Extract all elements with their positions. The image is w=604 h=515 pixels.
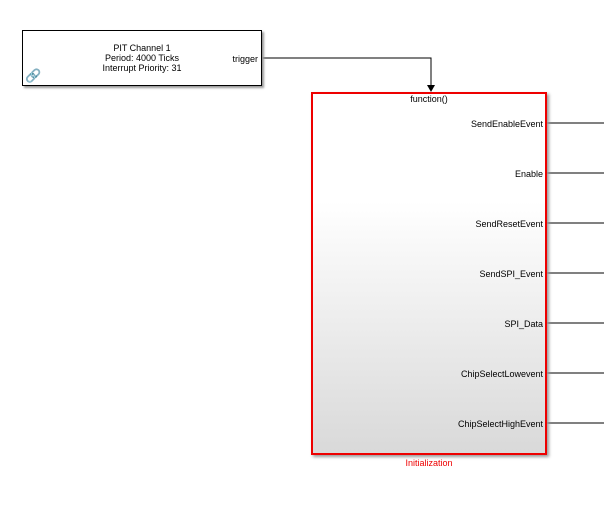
- link-icon: 🔗: [25, 68, 42, 83]
- output-port-label: SendSPI_Event: [479, 269, 543, 279]
- initialization-subsystem[interactable]: function() SendEnableEvent Enable SendRe…: [311, 92, 547, 455]
- output-port-label: SendEnableEvent: [470, 119, 543, 129]
- trigger-line[interactable]: [261, 57, 432, 86]
- output-port-label: Enable: [514, 169, 543, 179]
- pit-period: Period: 4000 Ticks: [104, 53, 180, 63]
- pit-priority: Interrupt Priority: 31: [102, 63, 182, 73]
- output-port-label: ChipSelectHighEvent: [457, 419, 543, 429]
- function-trigger-port: function(): [410, 94, 448, 104]
- pit-block-text: PIT Channel 1 Period: 4000 Ticks Interru…: [23, 43, 261, 73]
- trigger-port-label: trigger: [232, 54, 258, 64]
- output-port-label: SendResetEvent: [475, 219, 543, 229]
- output-port-label: ChipSelectLowevent: [460, 369, 543, 379]
- trigger-arrow: [427, 85, 435, 92]
- output-port-label: SPI_Data: [504, 319, 543, 329]
- subsystem-name[interactable]: Initialization: [405, 458, 453, 468]
- pit-title: PIT Channel 1: [113, 43, 171, 53]
- pit-channel-block[interactable]: PIT Channel 1 Period: 4000 Ticks Interru…: [22, 30, 262, 86]
